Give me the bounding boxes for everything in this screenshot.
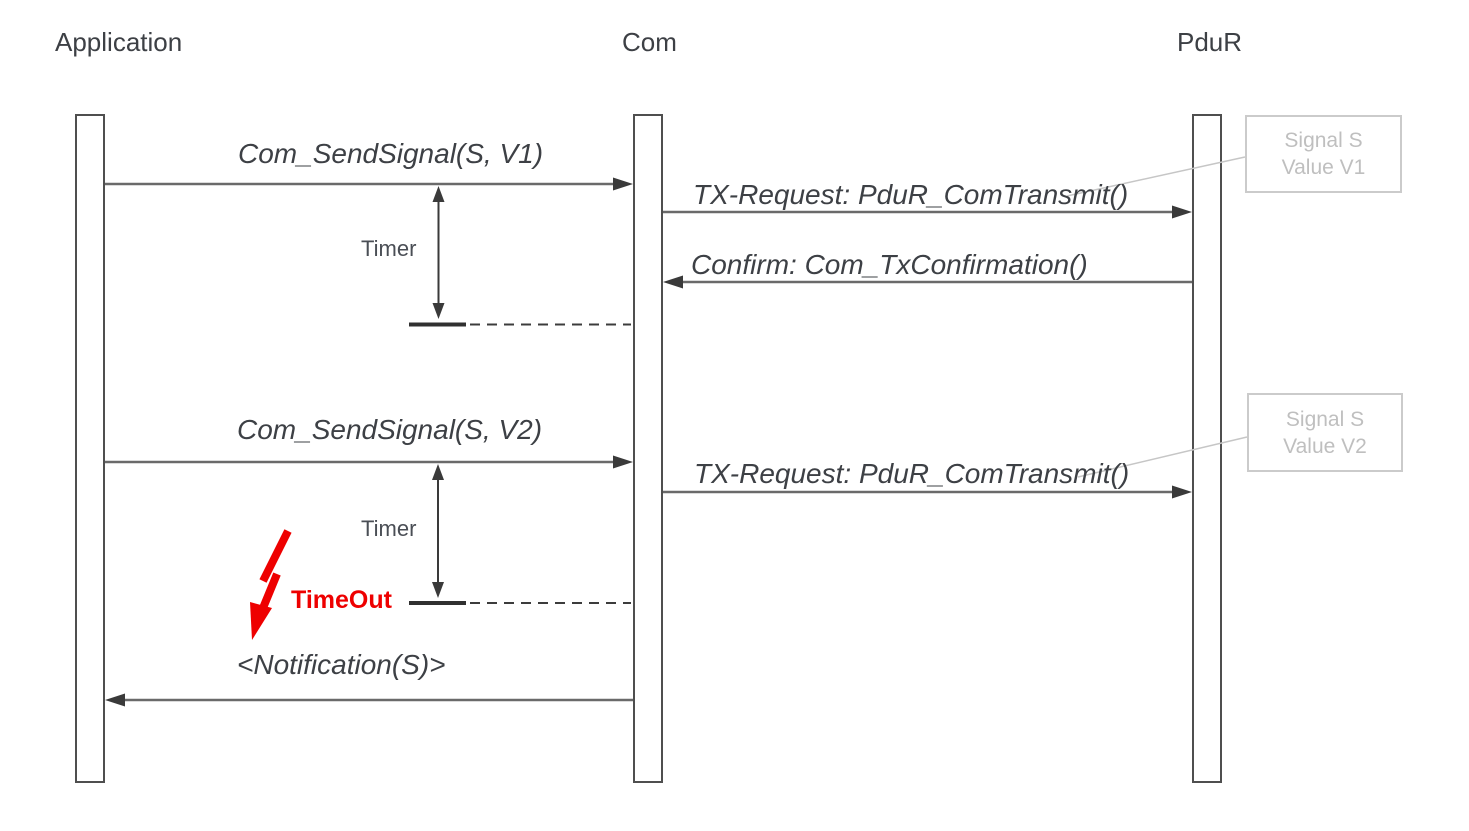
message-label-tx-request-1: TX-Request: PduR_ComTransmit() [693,179,1129,210]
note-signal-v2-line1: Signal S [1285,407,1365,431]
timer-arrow-1 [432,186,445,319]
message-label-notification: <Notification(S)> [237,649,446,680]
activation-bar-com [633,114,663,783]
note-signal-v1-line1: Signal S [1284,129,1363,152]
timer-label-2: Timer [361,516,417,541]
message-label-com-sendsignal-v1: Com_SendSignal(S, V1) [238,138,544,169]
lifeline-label-com: Com [622,27,677,57]
message-arrow-tx-request-1 [663,205,1192,219]
note-signal-v1-line2: Value V1 [1281,156,1366,179]
message-arrow-com-sendsignal-v2 [105,455,633,469]
lifeline-label-pdur: PduR [1177,27,1243,57]
lifeline-label-application: Application [55,27,183,57]
note-leader-line-1 [1066,156,1246,197]
message-arrow-confirm [663,275,1192,289]
note-box-signal-v1: Signal S Value V1 [1245,115,1402,193]
message-label-tx-request-2: TX-Request: PduR_ComTransmit() [694,458,1130,489]
note-signal-v2-line2: Value V2 [1283,434,1367,458]
lightning-bolt-icon [250,529,292,640]
activation-bar-application [75,114,105,783]
timer-label-1: Timer [361,236,417,261]
note-box-signal-v2: Signal S Value V2 [1247,393,1403,472]
note-leader-line-2 [1077,436,1248,478]
message-arrow-com-sendsignal-v1 [105,177,633,191]
message-arrow-notification [105,693,633,707]
message-label-com-sendsignal-v2: Com_SendSignal(S, V2) [237,414,543,445]
timer-arrow-2 [432,464,444,598]
message-label-confirm: Confirm: Com_TxConfirmation() [691,249,1088,280]
timeout-label: TimeOut [291,586,392,614]
message-arrow-tx-request-2 [663,485,1192,499]
